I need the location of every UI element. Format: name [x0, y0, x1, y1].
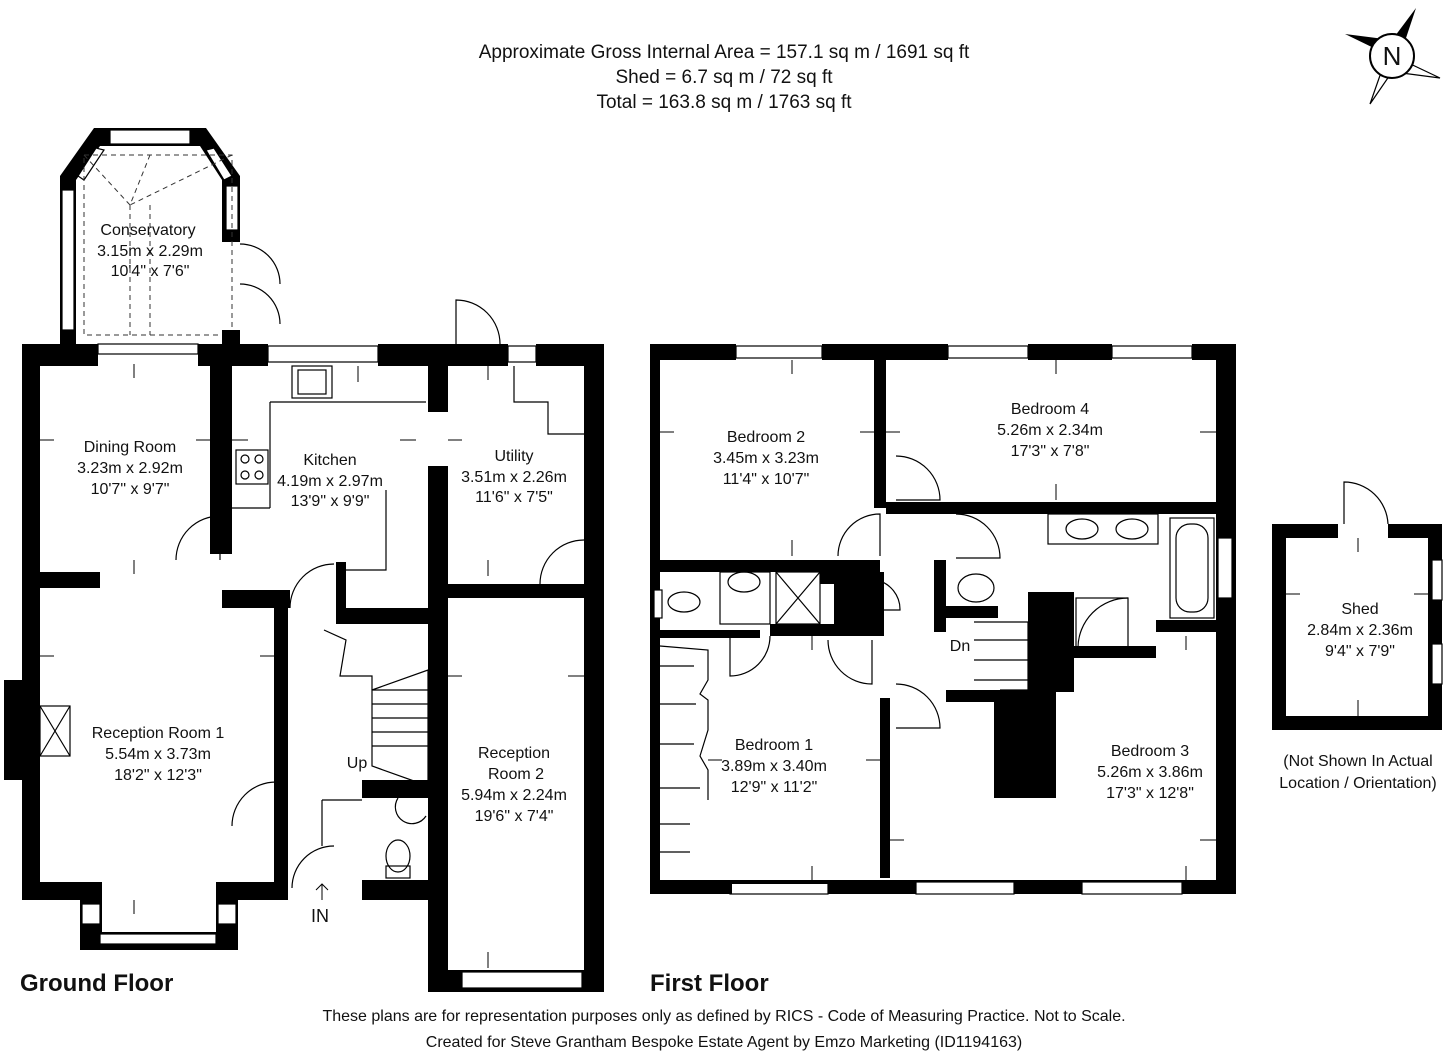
room-kitchen: Kitchen 4.19m x 2.97m 13'9" x 9'9" [277, 452, 383, 510]
reception-2-name-2: Room 2 [488, 766, 544, 783]
disclaimer-text: These plans are for representation purpo… [322, 1008, 1125, 1025]
stairs-up-label: Up [347, 755, 368, 772]
shed-area-text: Shed = 6.7 sq m / 72 sq ft [615, 67, 833, 88]
shed-name: Shed [1341, 601, 1378, 618]
gross-area-text: Approximate Gross Internal Area = 157.1 … [479, 42, 970, 63]
stairs-down-label: Dn [950, 638, 970, 655]
entrance-label: IN [311, 906, 329, 926]
room-reception-2: Reception Room 2 5.94m x 2.24m 19'6" x 7… [461, 745, 567, 825]
conservatory-metric: 3.15m x 2.29m [97, 243, 203, 260]
dining-room-imperial: 10'7" x 9'7" [91, 481, 170, 498]
room-conservatory: Conservatory 3.15m x 2.29m 10'4" x 7'6" [97, 222, 203, 280]
first-floor-plan: Bedroom 2 3.45m x 3.23m 11'4" x 10'7" Be… [650, 344, 1236, 895]
first-dimension-arrows [660, 360, 1216, 880]
reception-1-name: Reception Room 1 [92, 725, 225, 742]
shed-note-line-2: Location / Orientation) [1279, 775, 1436, 792]
ground-floor-fixtures [39, 299, 585, 900]
utility-metric: 3.51m x 2.26m [461, 469, 567, 486]
first-floor-walls [650, 344, 1236, 895]
room-dining: Dining Room 3.23m x 2.92m 10'7" x 9'7" [77, 439, 183, 498]
bedroom-1-name: Bedroom 1 [735, 737, 813, 754]
bedroom-2-imperial: 11'4" x 10'7" [723, 471, 810, 488]
total-area-text: Total = 163.8 sq m / 1763 sq ft [596, 92, 852, 113]
bedroom-1-imperial: 12'9" x 11'2" [731, 779, 818, 796]
credit-text: Created for Steve Grantham Bespoke Estat… [426, 1034, 1022, 1051]
reception-2-name-1: Reception [478, 745, 550, 762]
compass-north-label: N [1383, 41, 1402, 71]
shed-metric: 2.84m x 2.36m [1307, 622, 1413, 639]
bedroom-2-name: Bedroom 2 [727, 429, 805, 446]
bedroom-4-name: Bedroom 4 [1011, 401, 1089, 418]
bedroom-4-imperial: 17'3" x 7'8" [1011, 443, 1090, 460]
ground-floor-walls [4, 344, 604, 992]
ground-dimension-arrows [40, 364, 584, 968]
room-bedroom-4: Bedroom 4 5.26m x 2.34m 17'3" x 7'8" [997, 401, 1103, 460]
first-floor-label: First Floor [650, 970, 769, 997]
bedroom-3-imperial: 17'3" x 12'8" [1106, 785, 1194, 802]
room-reception-1: Reception Room 1 5.54m x 3.73m 18'2" x 1… [92, 725, 225, 784]
conservatory-imperial: 10'4" x 7'6" [111, 263, 190, 280]
bedroom-3-metric: 5.26m x 3.86m [1097, 764, 1203, 781]
utility-name: Utility [494, 448, 533, 465]
bedroom-4-metric: 5.26m x 2.34m [997, 422, 1103, 439]
ground-floor-label: Ground Floor [20, 970, 173, 997]
reception-1-imperial: 18'2" x 12'3" [114, 767, 202, 784]
room-bedroom-1: Bedroom 1 3.89m x 3.40m 12'9" x 11'2" [721, 737, 827, 796]
reception-1-metric: 5.54m x 3.73m [105, 746, 211, 763]
bedroom-3-name: Bedroom 3 [1111, 743, 1189, 760]
dining-room-metric: 3.23m x 2.92m [77, 460, 183, 477]
shed-plan: Shed 2.84m x 2.36m 9'4" x 7'9" (Not Show… [1272, 481, 1443, 792]
reception-2-metric: 5.94m x 2.24m [461, 787, 567, 804]
utility-imperial: 11'6" x 7'5" [475, 489, 553, 506]
room-utility: Utility 3.51m x 2.26m 11'6" x 7'5" [461, 448, 567, 506]
kitchen-imperial: 13'9" x 9'9" [291, 493, 370, 510]
kitchen-metric: 4.19m x 2.97m [277, 473, 383, 490]
room-bedroom-3: Bedroom 3 5.26m x 3.86m 17'3" x 12'8" [1097, 743, 1203, 802]
kitchen-name: Kitchen [303, 452, 356, 469]
room-bedroom-2: Bedroom 2 3.45m x 3.23m 11'4" x 10'7" [713, 429, 819, 488]
ground-floor-plan: Conservatory 3.15m x 2.29m 10'4" x 7'6" … [4, 128, 604, 992]
north-compass-icon: N [1345, 8, 1441, 105]
bedroom-2-metric: 3.45m x 3.23m [713, 450, 819, 467]
dining-room-name: Dining Room [84, 439, 176, 456]
shed-note-line-1: (Not Shown In Actual [1283, 753, 1432, 770]
conservatory-name: Conservatory [100, 222, 195, 239]
reception-2-imperial: 19'6" x 7'4" [475, 808, 554, 825]
shed-imperial: 9'4" x 7'9" [1325, 643, 1395, 660]
bedroom-1-metric: 3.89m x 3.40m [721, 758, 827, 775]
conservatory-walls [60, 128, 281, 355]
first-floor-fixtures [659, 455, 1215, 853]
